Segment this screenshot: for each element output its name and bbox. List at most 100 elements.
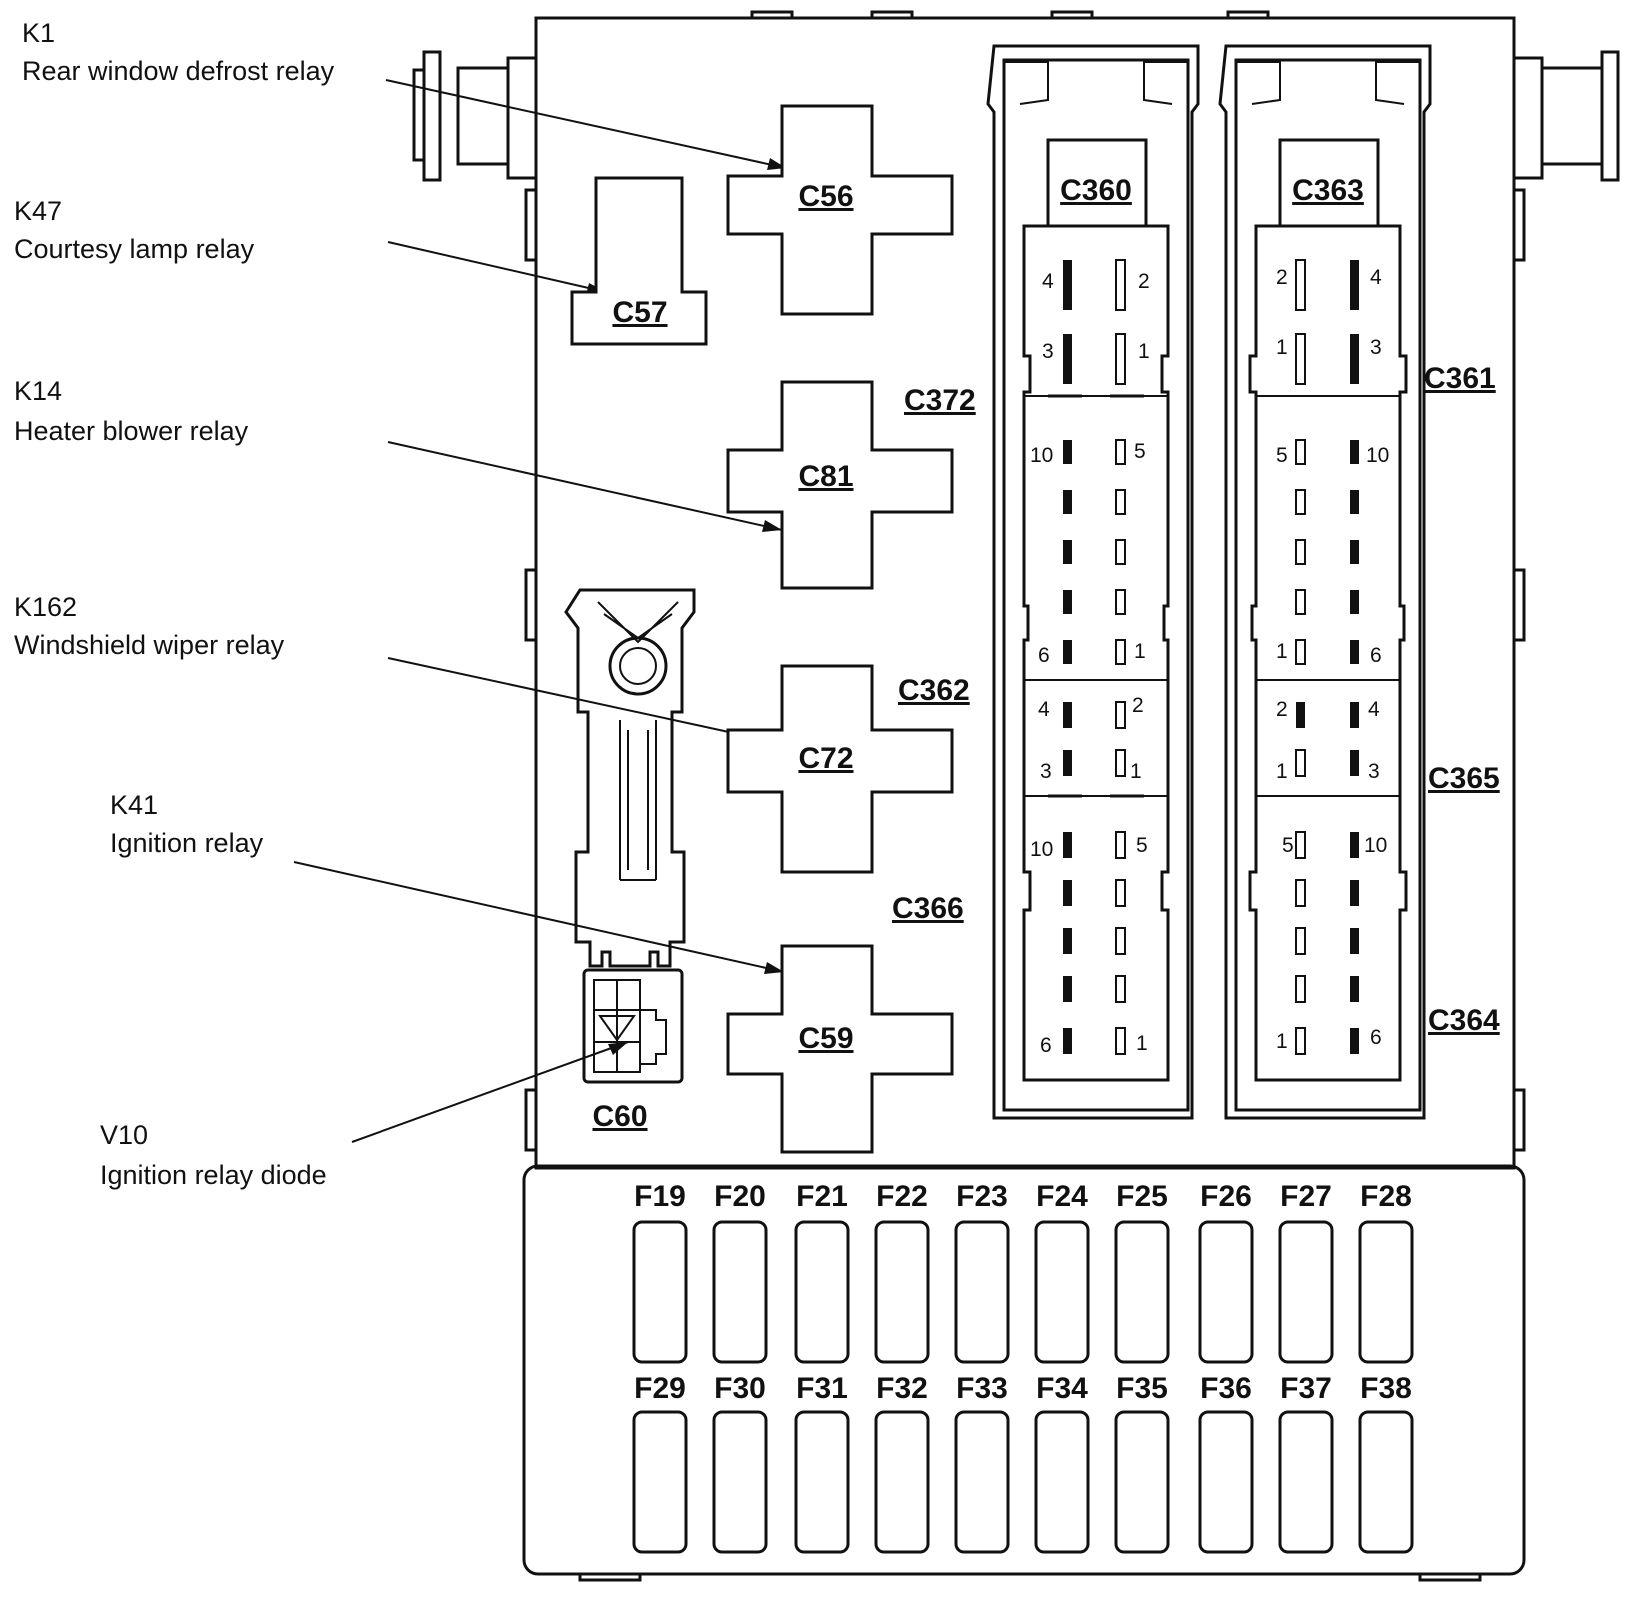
connector-label-c366: C366 bbox=[892, 892, 964, 925]
fuse-label: F20 bbox=[714, 1180, 766, 1213]
relay-socket-c72: C72 bbox=[726, 664, 954, 874]
fuse-slot bbox=[954, 1220, 1010, 1364]
pin-number: 1 bbox=[1130, 760, 1142, 783]
fuse-slot bbox=[1034, 1410, 1090, 1554]
relay-socket-c59: C59 bbox=[726, 944, 954, 1154]
fuse-puller-tool bbox=[564, 588, 696, 968]
fuse-label: F29 bbox=[634, 1372, 686, 1405]
relay-socket-c57: C57 bbox=[570, 176, 708, 346]
pin-number: 3 bbox=[1370, 336, 1382, 359]
pin-number: 1 bbox=[1276, 336, 1288, 359]
connector-label-c361: C361 bbox=[1424, 362, 1496, 395]
pin-number: 6 bbox=[1040, 1034, 1052, 1057]
housing bbox=[412, 10, 1620, 1170]
pin-number: 5 bbox=[1134, 440, 1146, 463]
connector-label: C360 bbox=[1060, 174, 1132, 207]
pin-number: 2 bbox=[1138, 270, 1150, 293]
fuse-label: F31 bbox=[796, 1372, 848, 1405]
fuse-slot bbox=[954, 1410, 1010, 1554]
connector-label-c372: C372 bbox=[904, 384, 976, 417]
callout-k41: K41 Ignition relay bbox=[110, 790, 785, 974]
fuse-slot bbox=[1198, 1410, 1254, 1554]
pin-number: 2 bbox=[1276, 266, 1288, 289]
connector-label-c364: C364 bbox=[1428, 1004, 1500, 1037]
fuse-slot bbox=[632, 1410, 688, 1554]
relay-socket-c56: C56 bbox=[726, 104, 954, 316]
pin-number: 4 bbox=[1038, 698, 1050, 721]
callout-code: V10 bbox=[100, 1120, 148, 1150]
callout-description: Windshield wiper relay bbox=[14, 630, 285, 660]
pin-number: 4 bbox=[1042, 270, 1054, 293]
pin-number: 3 bbox=[1368, 760, 1380, 783]
relay-label: C81 bbox=[798, 460, 853, 493]
pin-number: 6 bbox=[1370, 644, 1382, 667]
fuse-slot bbox=[1278, 1220, 1334, 1364]
fuse-slot bbox=[1114, 1410, 1170, 1554]
pin-number: 1 bbox=[1276, 1030, 1288, 1053]
relay-socket-c81: C81 bbox=[726, 380, 954, 590]
fuse-slot bbox=[1198, 1220, 1254, 1364]
fuse-label: F24 bbox=[1036, 1180, 1088, 1213]
callout-code: K47 bbox=[14, 196, 62, 226]
callout-code: K41 bbox=[110, 790, 158, 820]
fuse-label: F37 bbox=[1280, 1372, 1332, 1405]
fuse-label: F26 bbox=[1200, 1180, 1252, 1213]
fuse-label: F36 bbox=[1200, 1372, 1252, 1405]
relay-label: C72 bbox=[798, 742, 853, 775]
fuse-slot bbox=[1114, 1220, 1170, 1364]
pin-number: 1 bbox=[1134, 640, 1146, 663]
pin-number: 5 bbox=[1276, 444, 1288, 467]
fuse-slot bbox=[632, 1220, 688, 1364]
callout-code: K162 bbox=[14, 592, 77, 622]
fuse-slot bbox=[712, 1410, 768, 1554]
connector-block-right: C363 2 4 1 3 5 10 1 6 2 4 1 3 bbox=[1218, 44, 1432, 1120]
callout-description: Heater blower relay bbox=[14, 416, 249, 446]
fuse-label: F30 bbox=[714, 1372, 766, 1405]
pin-number: 4 bbox=[1370, 266, 1382, 289]
pin-number: 1 bbox=[1136, 1032, 1148, 1055]
pin-number: 10 bbox=[1364, 834, 1387, 857]
pin-number: 1 bbox=[1138, 340, 1150, 363]
diode-socket-c60: C60 bbox=[582, 968, 684, 1133]
callout-description: Courtesy lamp relay bbox=[14, 234, 255, 264]
fuse-slot bbox=[1358, 1410, 1414, 1554]
pin-number: 10 bbox=[1366, 444, 1389, 467]
pin-number: 1 bbox=[1276, 760, 1288, 783]
callout-code: K14 bbox=[14, 376, 62, 406]
fuse-label: F25 bbox=[1116, 1180, 1168, 1213]
pin-number: 3 bbox=[1040, 760, 1052, 783]
callout-description: Ignition relay diode bbox=[100, 1160, 327, 1190]
fuse-slot bbox=[1358, 1220, 1414, 1364]
fuse-label: F22 bbox=[876, 1180, 928, 1213]
connector-label-c365: C365 bbox=[1428, 762, 1500, 795]
pin-number: 10 bbox=[1030, 838, 1053, 861]
pin-number: 6 bbox=[1370, 1026, 1382, 1049]
callout-description: Rear window defrost relay bbox=[22, 56, 335, 86]
fuse-slot bbox=[874, 1410, 930, 1554]
connector-label-c362: C362 bbox=[898, 674, 970, 707]
fuse-slot bbox=[1278, 1410, 1334, 1554]
fuse-label: F32 bbox=[876, 1372, 928, 1405]
callout-k162: K162 Windshield wiper relay bbox=[14, 592, 785, 746]
fuse-panel bbox=[522, 1164, 1526, 1582]
fuse-label: F35 bbox=[1116, 1372, 1168, 1405]
relay-label: C57 bbox=[612, 296, 667, 329]
fuse-slot bbox=[794, 1410, 850, 1554]
relay-label: C59 bbox=[798, 1022, 853, 1055]
fuse-label: F34 bbox=[1036, 1372, 1088, 1405]
connector-label: C363 bbox=[1292, 174, 1364, 207]
relay-label: C56 bbox=[798, 180, 853, 213]
pin-number: 6 bbox=[1038, 644, 1050, 667]
fuse-label: F21 bbox=[796, 1180, 848, 1213]
pin-number: 5 bbox=[1136, 834, 1148, 857]
fuse-slot bbox=[874, 1220, 930, 1364]
pin-number: 5 bbox=[1282, 834, 1294, 857]
fuse-slot bbox=[1034, 1220, 1090, 1364]
fuse-label: F23 bbox=[956, 1180, 1008, 1213]
fuse-label: F33 bbox=[956, 1372, 1008, 1405]
diode-label: C60 bbox=[592, 1100, 647, 1133]
callout-v10: V10 Ignition relay diode bbox=[100, 1041, 629, 1190]
callout-k14: K14 Heater blower relay bbox=[14, 376, 783, 532]
